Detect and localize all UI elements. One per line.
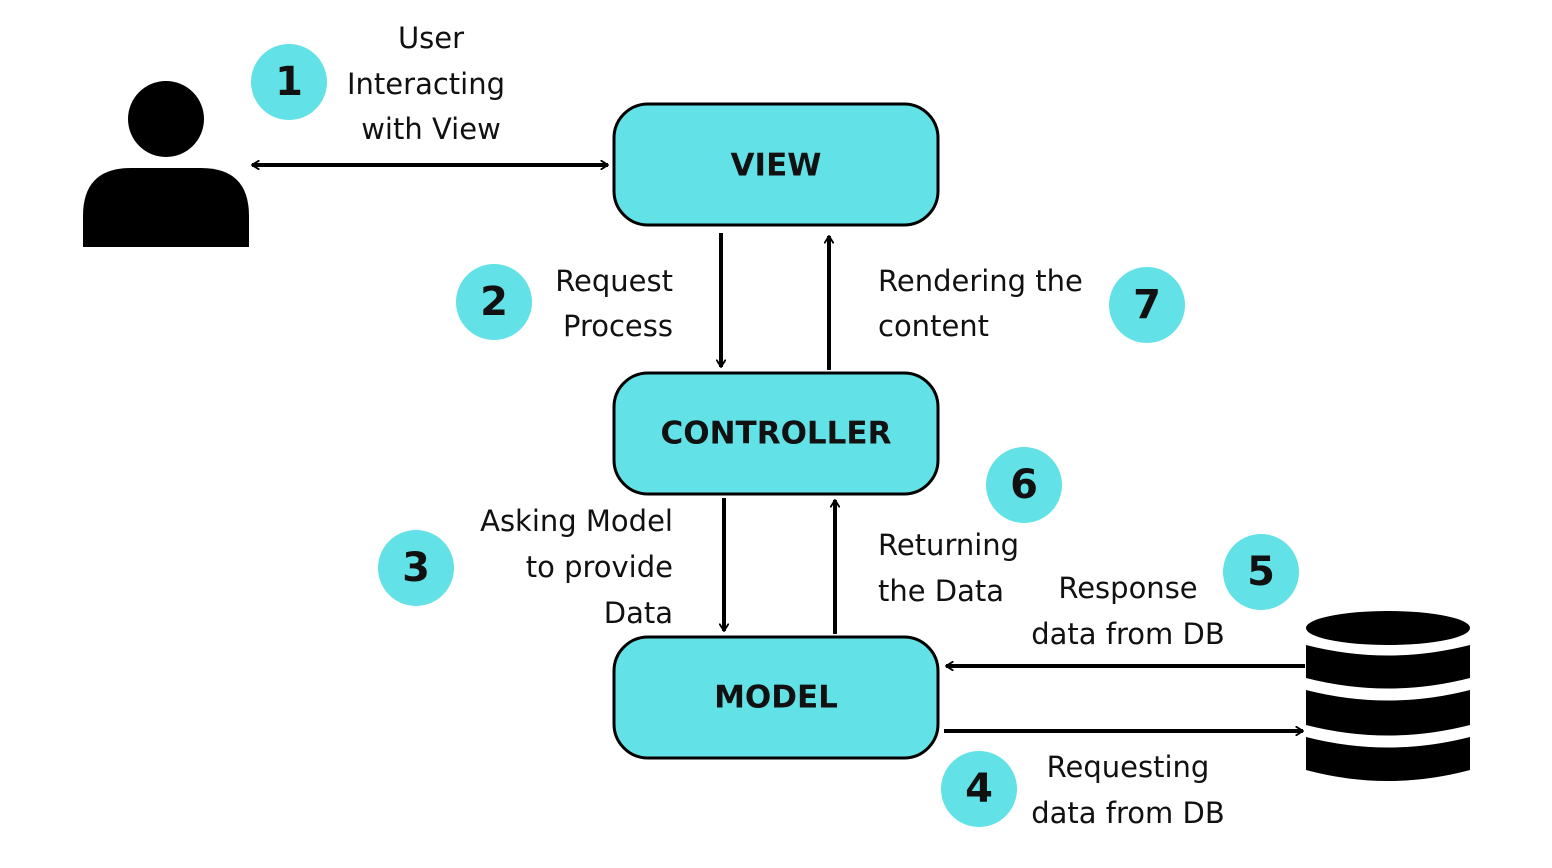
user-icon: [83, 81, 249, 247]
step-caption-5: Response data from DB: [1031, 571, 1224, 651]
step-badge-7: 7: [1109, 267, 1185, 343]
caption-line: Asking Model: [480, 504, 673, 538]
step-caption-7: Rendering the content: [878, 264, 1083, 343]
caption-line: Process: [563, 309, 673, 343]
caption-line: Rendering the: [878, 264, 1083, 298]
step-badge-4: 4: [941, 751, 1017, 827]
step-badge-2: 2: [456, 264, 532, 340]
caption-line: data from DB: [1031, 617, 1224, 651]
step-number: 2: [480, 279, 508, 325]
step-badge-3: 3: [378, 530, 454, 606]
step-number: 1: [275, 59, 303, 105]
model-label: MODEL: [714, 680, 838, 716]
caption-line: to provide: [526, 550, 673, 584]
controller-label: CONTROLLER: [661, 416, 892, 452]
caption-line: Returning: [878, 528, 1019, 562]
step-badge-6: 6: [986, 447, 1062, 523]
caption-line: content: [878, 309, 989, 343]
step-caption-4: Requesting data from DB: [1031, 750, 1224, 830]
step-number: 7: [1133, 282, 1161, 328]
step-caption-2: Request Process: [555, 264, 673, 343]
caption-line: Request: [555, 264, 673, 298]
step-number: 3: [402, 545, 430, 591]
step-number: 4: [965, 766, 993, 812]
step-badge-5: 5: [1223, 534, 1299, 610]
step-badge-1: 1: [251, 44, 327, 120]
caption-line: Requesting: [1047, 750, 1210, 784]
view-node: VIEW: [612, 102, 940, 227]
database-icon: [1306, 611, 1470, 781]
caption-line: User: [398, 21, 464, 55]
caption-line: Interacting: [347, 67, 505, 101]
step-caption-3: Asking Model to provide Data: [480, 504, 673, 630]
step-caption-6: Returning the Data: [878, 528, 1019, 608]
controller-node: CONTROLLER: [612, 371, 940, 496]
caption-line: data from DB: [1031, 796, 1224, 830]
caption-line: with View: [361, 112, 501, 146]
step-number: 5: [1247, 549, 1275, 595]
caption-line: Data: [604, 596, 673, 630]
step-number: 6: [1010, 462, 1038, 508]
view-label: VIEW: [731, 148, 822, 184]
model-node: MODEL: [612, 635, 940, 760]
caption-line: the Data: [878, 574, 1004, 608]
step-caption-1: User Interacting with View: [347, 21, 505, 146]
caption-line: Response: [1058, 571, 1197, 605]
